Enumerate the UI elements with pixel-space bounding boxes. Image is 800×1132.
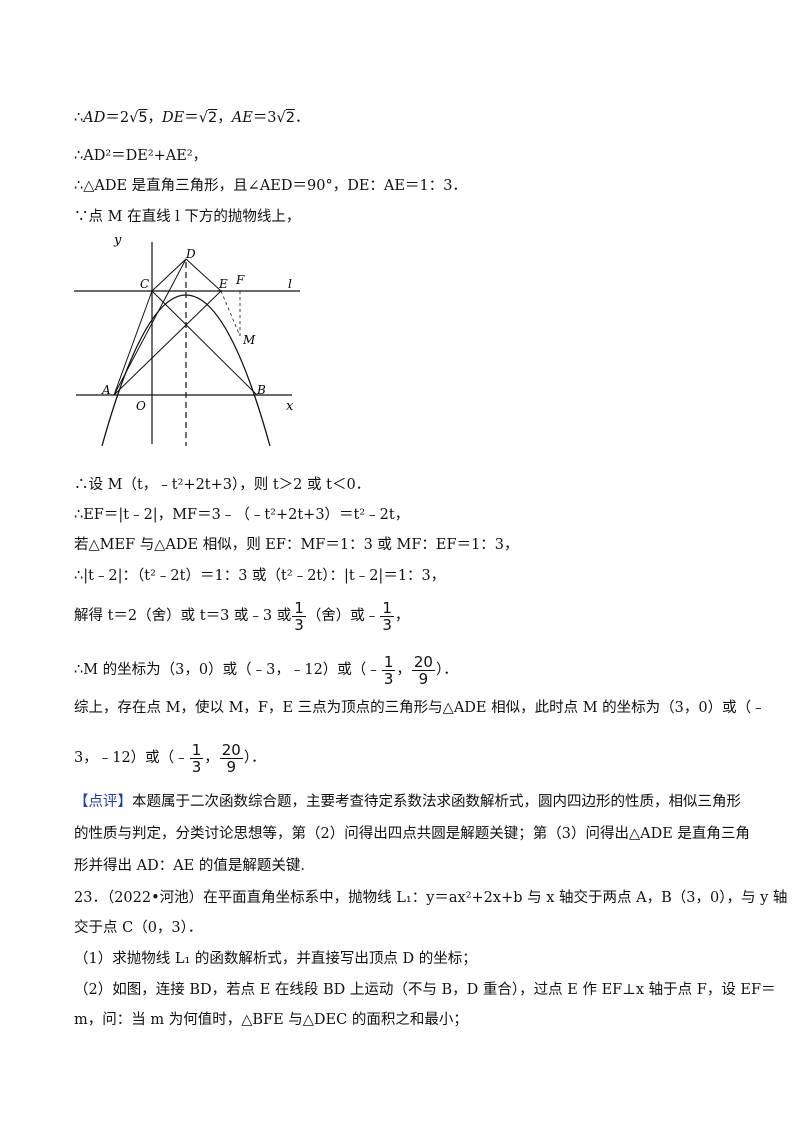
line-pythagoras: ∴AD²＝DE²+AE²， [74,148,208,164]
question-23-line-1: 23．（2022•河池）在平面直角坐标系中，抛物线 L₁：y＝ax²+2x+b … [74,890,788,906]
var-ad: AD [83,110,106,126]
segment-cd [151,258,187,292]
line-ratio: ∴|t﹣2|：（t²﹣2t）＝1：3 或（t²﹣2t）：|t﹣2|＝1：3， [74,568,446,584]
question-23-part-2-cont: m，问：当 m 为何值时，△BFE 与△DEC 的面积之和最小； [74,1012,468,1028]
question-23-part-2: （2）如图，连接 BD，若点 E 在线段 BD 上运动（不与 B，D 重合），过… [74,982,776,998]
numerator: 1 [189,740,204,759]
text-comma: ， [396,662,411,678]
label-a: A [101,383,111,397]
text-pre: 3，﹣12）或（﹣ [74,750,189,766]
var-de: DE [162,110,185,126]
radicand: 2 [285,110,296,126]
denominator: 3 [191,757,202,776]
line-point-m: ∵点 M 在直线 l 下方的抛物线上， [74,209,301,225]
denominator: 3 [383,669,394,688]
text-pre: ∴M 的坐标为（3，0）或（﹣3，﹣12）或（﹣ [74,662,381,678]
line-similar: 若△MEF 与△ADE 相似，则 EF：MF＝1：3 或 MF：EF＝1：3， [74,537,519,553]
numerator: 20 [411,652,435,671]
label-x: x [286,399,294,414]
text-pre: 解得 t＝2（舍）或 t＝3 或﹣3 或 [74,608,292,624]
eq-part: ＝√ [184,110,209,126]
eq-part: ＝3√ [252,110,286,126]
segment-cb [151,290,258,396]
comment-text: 本题属于二次函数综合题，主要考查待定系数法求函数解析式，圆内四边形的性质，相似三… [132,794,741,810]
comment-tag: 【点评】 [74,794,132,810]
numerator: 1 [381,652,396,671]
label-o: O [136,399,146,413]
label-e: E [218,277,228,291]
comment-line-3: 形并得出 AD：AE 的值是解题关键. [74,858,305,874]
label-y: y [113,233,122,248]
label-m: M [242,333,256,347]
eq-part: ＝2√ [105,110,139,126]
numerator: 20 [219,740,243,759]
parabola-figure: y x O A B C D E F M l [74,233,300,447]
comment-line-1: 【点评】本题属于二次函数综合题，主要考查待定系数法求函数解析式，圆内四边形的性质… [74,792,741,812]
segment-ac [113,290,153,396]
radicand: 2 [208,110,218,126]
var-ae: AE [231,110,253,126]
text-mid: （舍）或﹣ [306,608,380,624]
denominator: 3 [294,615,304,634]
therefore-symbol: ∴ [74,110,84,126]
denominator: 3 [382,615,392,634]
text-comma: ， [204,750,219,766]
segment-de [185,258,222,292]
label-d: D [185,247,196,261]
denominator: 9 [418,669,429,688]
line-summary: 综上，存在点 M，使以 M，F，E 三点为顶点的三角形与△ADE 相似，此时点 … [74,700,766,716]
line-ad-de-ae: ∴AD＝2√5，DE＝√2，AE＝3√2． [74,108,310,128]
label-b: B [256,383,266,397]
question-23-part-1: （1）求抛物线 L₁ 的函数解析式，并直接写出顶点 D 的坐标； [74,951,477,967]
line-ef-mf: ∴EF＝|t﹣2|，MF＝3﹣（﹣t²+2t+3）＝t²﹣2t， [74,507,410,523]
numerator: 1 [292,598,306,617]
segment-em [220,290,241,337]
line-set-m: ∴设 M（t，﹣t²+2t+3），则 t＞2 或 t＜0． [74,477,371,493]
denominator: 9 [226,757,237,776]
radicand: 5 [138,110,148,126]
sep: ， [147,110,163,126]
segment-ad [113,258,187,396]
sep: ， [217,110,232,126]
text-post: ）． [435,662,458,678]
label-c: C [140,277,149,291]
comment-line-2: 的性质与判定，分类讨论思想等，第（2）问得出四点共圆是解题关键；第（3）问得出△… [74,826,750,842]
segment-ae [113,290,222,396]
text-post: ， [394,608,410,624]
label-f: F [235,273,245,287]
text-post: ）． [243,750,266,766]
label-l: l [288,277,292,291]
numerator: 1 [380,598,394,617]
question-23-line-2: 交于点 C（0，3）． [74,920,203,936]
line-right-triangle: ∴△ADE 是直角三角形，且∠AED＝90°，DE：AE＝1：3． [74,178,467,194]
end: ． [295,110,310,126]
